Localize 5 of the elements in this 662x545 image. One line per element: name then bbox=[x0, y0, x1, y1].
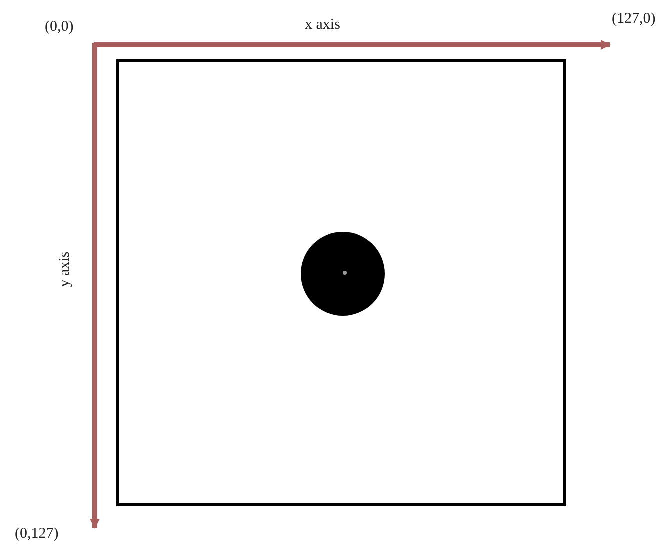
axis-label: y axis bbox=[58, 252, 74, 288]
axis-label: x axis bbox=[305, 18, 340, 33]
corner-coordinate: (0,127) bbox=[15, 527, 59, 542]
corner-coordinate: (127,0) bbox=[612, 12, 656, 27]
origin-coordinate: (0,0) bbox=[45, 20, 74, 35]
